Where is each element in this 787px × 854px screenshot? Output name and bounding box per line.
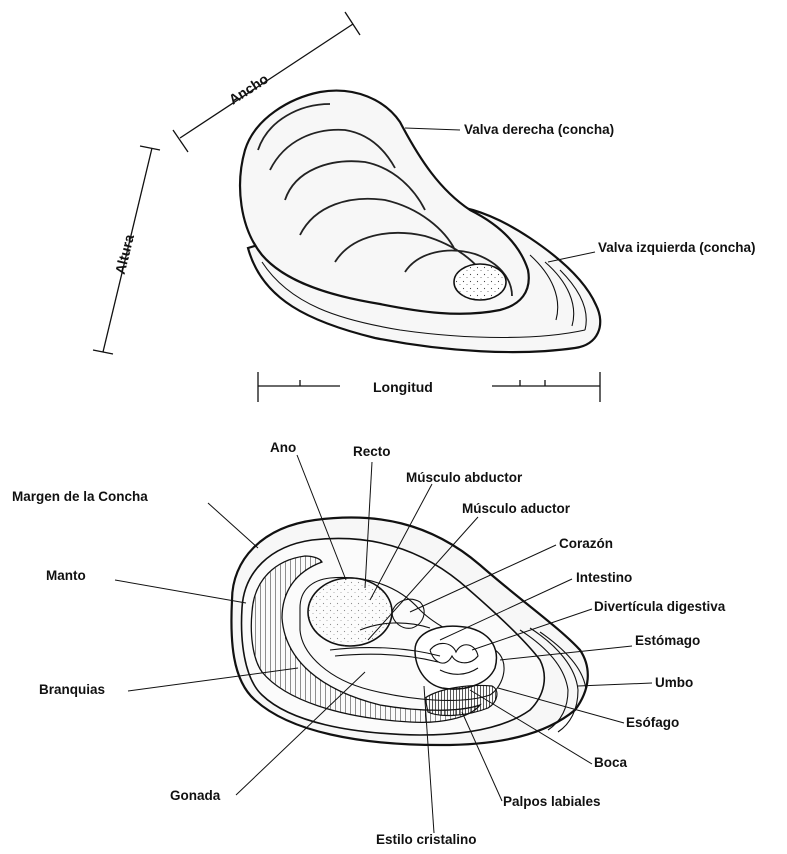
right-valve-label: Valva derecha (concha) — [464, 122, 614, 137]
anus-label: Ano — [270, 440, 296, 455]
length-label: Longitud — [373, 379, 433, 395]
umbo-label: Umbo — [655, 675, 693, 690]
esophagus-label: Esófago — [626, 715, 679, 730]
stomach-label: Estómago — [635, 633, 700, 648]
labial-palps-label: Palpos labiales — [503, 794, 601, 809]
height-label: Altura — [112, 233, 137, 276]
abductor-muscle-label: Músculo abductor — [406, 470, 523, 485]
top-shell-figure: Ancho Altura Longitud Valva derecha (con… — [93, 12, 756, 402]
mouth-label: Boca — [594, 755, 628, 770]
gills-label: Branquias — [39, 682, 105, 697]
heart-label: Corazón — [559, 536, 613, 551]
adductor-muscle-label: Músculo aductor — [462, 501, 571, 516]
intestine-label: Intestino — [576, 570, 632, 585]
height-dimension: Altura — [93, 146, 160, 354]
rectum-label: Recto — [353, 444, 391, 459]
length-dimension: Longitud — [258, 372, 600, 402]
gonad-label: Gonada — [170, 788, 221, 803]
mantle-label: Manto — [46, 568, 86, 583]
left-valve-label: Valva izquierda (concha) — [598, 240, 756, 255]
crystalline-style-label: Estilo cristalino — [376, 832, 477, 847]
width-label: Ancho — [226, 70, 271, 107]
digestive-diverticula-label: Divertícula digestiva — [594, 599, 726, 614]
stomach-shape — [415, 626, 496, 689]
shell-margin-label: Margen de la Concha — [12, 489, 148, 504]
bottom-anatomy-figure: Ano Recto Músculo abductor Músculo aduct… — [12, 440, 726, 847]
